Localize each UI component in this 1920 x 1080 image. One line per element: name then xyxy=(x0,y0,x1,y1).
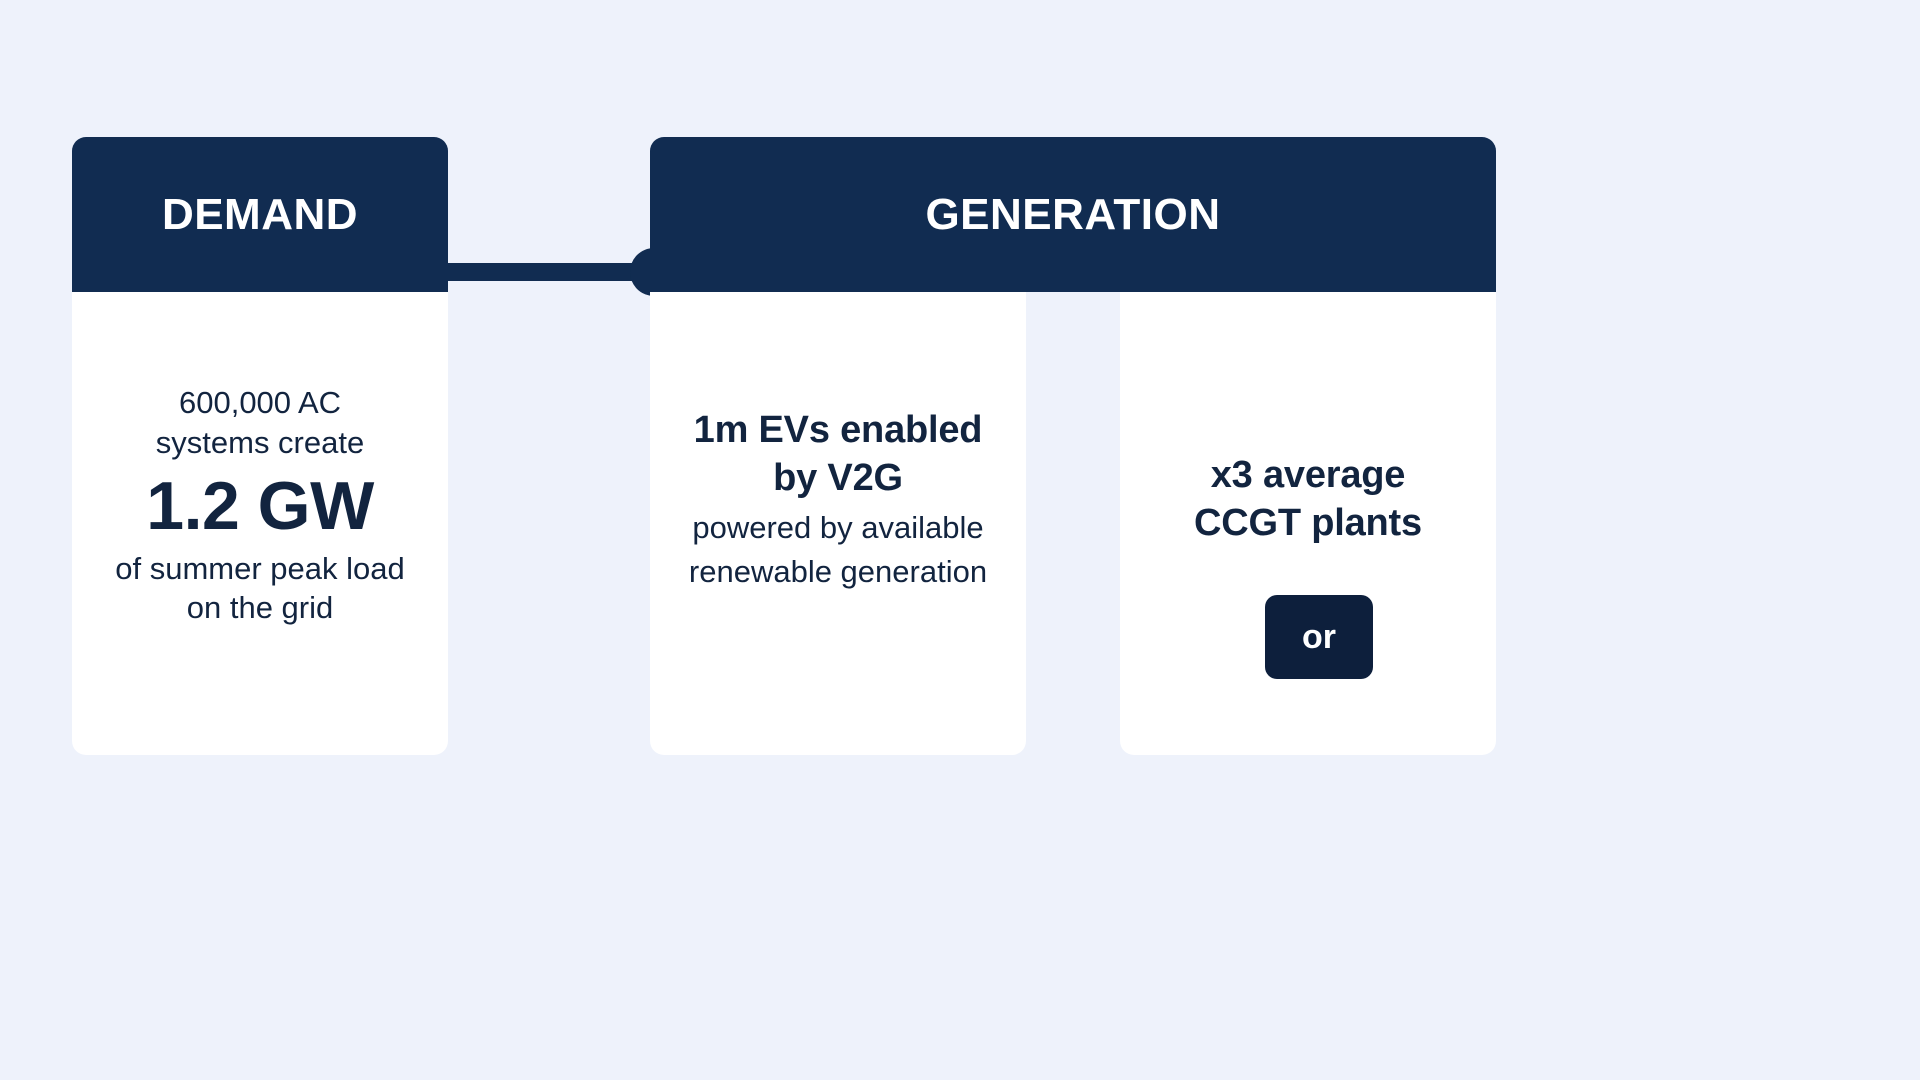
demand-tail-line-2: on the grid xyxy=(186,590,334,626)
generation-header: GENERATION xyxy=(650,137,1496,292)
generation-option-a-card: 1m EVs enabled by V2G powered by availab… xyxy=(650,292,1026,755)
connector-line xyxy=(440,263,655,281)
demand-tail-line-1: of summer peak load xyxy=(115,550,405,586)
option-a-sub-line-1: powered by available xyxy=(692,509,984,545)
option-b-bold-line-2: CCGT plants xyxy=(1194,501,1422,544)
option-b-bold-line-1: x3 average xyxy=(1210,453,1406,496)
generation-header-title: GENERATION xyxy=(925,189,1221,239)
generation-cards: 1m EVs enabled by V2G powered by availab… xyxy=(650,292,1496,755)
demand-big-value: 1.2 GW xyxy=(146,468,374,545)
option-a-bold-line-2: by V2G xyxy=(773,456,903,499)
demand-panel: DEMAND 600,000 AC systems create 1.2 GW … xyxy=(72,137,448,755)
demand-stat-block: 600,000 AC systems create 1.2 GW of summ… xyxy=(86,383,434,628)
demand-card: 600,000 AC systems create 1.2 GW of summ… xyxy=(72,292,448,755)
or-separator-label: or xyxy=(1302,618,1336,656)
demand-lead-line-1: 600,000 AC xyxy=(178,385,342,421)
demand-header-title: DEMAND xyxy=(161,189,359,239)
demand-header: DEMAND xyxy=(72,137,448,292)
option-a-bold-line-1: 1m EVs enabled xyxy=(693,408,983,451)
demand-lead-line-2: systems create xyxy=(155,424,365,460)
option-a-sub-line-2: renewable generation xyxy=(688,554,988,590)
or-separator-badge: or xyxy=(1265,595,1373,679)
generation-panel: GENERATION 1m EVs enabled by V2G powered… xyxy=(650,137,1496,755)
generation-option-b-card: x3 average CCGT plants xyxy=(1120,292,1496,755)
generation-option-b-text: x3 average CCGT plants xyxy=(1132,452,1484,548)
generation-option-a-text: 1m EVs enabled by V2G powered by availab… xyxy=(662,407,1014,592)
